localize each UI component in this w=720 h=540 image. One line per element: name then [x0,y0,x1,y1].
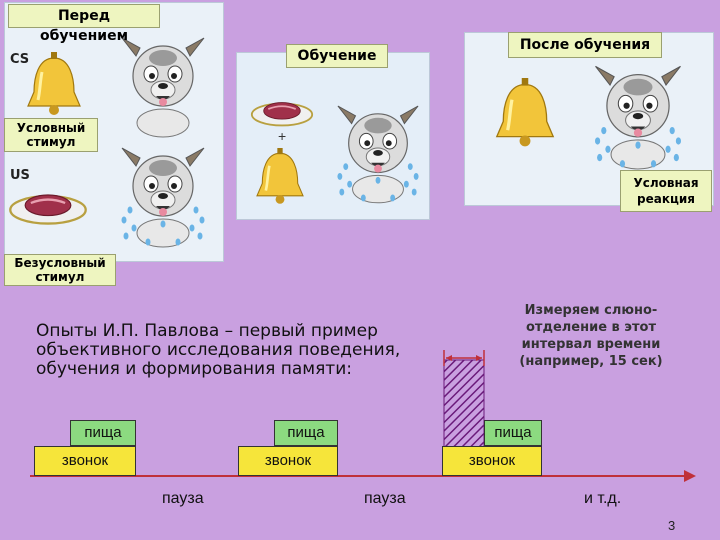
dog-image-salivating [334,96,422,204]
conditioned-stimulus-label: Условный стимул [4,118,98,152]
arrow-right-head [476,355,482,361]
food-box: пища [274,420,338,446]
us-tag: US [10,168,30,183]
food-box: пища [484,420,542,446]
description-text: Опыты И.П. Павлова – первый пример объек… [36,321,401,379]
bell-image [252,148,308,210]
training-title: Обучение [286,44,388,68]
unconditioned-stimulus-label: Безусловный стимул [4,254,116,286]
dog-image-salivating [590,56,686,170]
cs-tag: CS [10,52,30,67]
bell-image [492,78,558,154]
measurement-interval-hatch [443,359,485,461]
pause-label: пауза [364,490,406,507]
meat-image [8,180,88,226]
arrow-left-head [446,355,452,361]
plus-sign: + [278,128,287,144]
page-number: 3 [668,518,676,533]
etc-label: и т.д. [584,490,622,507]
dog-image-no-salivation [118,28,208,138]
dog-image-salivating [118,138,208,248]
pause-label: пауза [162,490,204,507]
timeline-arrowhead [684,470,696,482]
bell-image [24,52,84,122]
before-training-title: Перед обучением [8,4,160,44]
bell-box: звонок [34,446,136,476]
conditioned-response-label: Условная реакция [620,170,712,212]
food-box: пища [70,420,136,446]
bell-box: звонок [442,446,542,476]
bell-box: звонок [238,446,338,476]
after-training-title: После обучения [508,32,662,58]
measure-note: Измеряем слюно-отделение в этот интервал… [519,303,663,369]
meat-image [250,90,314,128]
